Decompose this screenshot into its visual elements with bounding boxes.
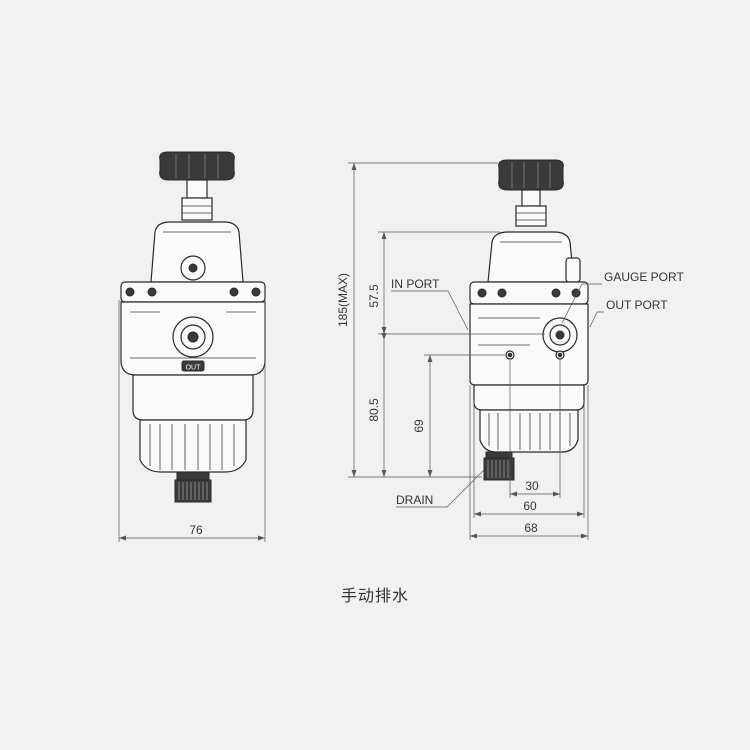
dim-label-76: 76	[189, 523, 203, 537]
dim-side-60: 60	[473, 400, 585, 518]
front-view: OUT 76	[118, 151, 266, 542]
dim-side-30: 30	[509, 360, 561, 498]
dim-height-57-5: 57.5	[367, 231, 545, 335]
dim-label-185max: 185(MAX)	[336, 273, 350, 327]
front-bowl	[132, 374, 254, 503]
out-badge: OUT	[186, 365, 202, 372]
label-out-port: OUT PORT	[606, 298, 668, 312]
dim-front-width: 76	[118, 300, 266, 542]
leader-gauge-port: GAUGE PORT	[561, 270, 684, 324]
label-gauge-port: GAUGE PORT	[604, 270, 684, 284]
dim-label-30: 30	[525, 479, 539, 493]
side-handwheel	[498, 159, 564, 227]
dim-label-69: 69	[412, 419, 426, 433]
front-handwheel	[159, 151, 235, 221]
label-drain: DRAIN	[396, 493, 433, 507]
side-bowl	[473, 384, 585, 481]
dim-label-60: 60	[523, 499, 537, 513]
dim-side-68: 68	[469, 385, 589, 540]
figure-caption: 手动排水	[340, 586, 409, 605]
leader-in-port: IN PORT	[391, 277, 469, 331]
side-view: 185(MAX) 57.5 80.5 69 30	[336, 159, 684, 540]
front-body: OUT	[120, 281, 266, 376]
side-body	[469, 281, 589, 386]
dim-height-80-5: 80.5	[367, 333, 387, 477]
dim-label-57-5: 57.5	[367, 284, 381, 308]
leader-drain: DRAIN	[396, 469, 485, 508]
side-bonnet	[487, 231, 581, 283]
dim-label-68: 68	[524, 521, 538, 535]
leader-out-port: OUT PORT	[589, 298, 668, 328]
label-in-port: IN PORT	[391, 277, 440, 291]
front-bonnet	[150, 221, 244, 283]
dim-label-80-5: 80.5	[367, 398, 381, 422]
dim-height-max: 185(MAX)	[336, 162, 498, 478]
dim-height-69: 69	[412, 354, 505, 477]
